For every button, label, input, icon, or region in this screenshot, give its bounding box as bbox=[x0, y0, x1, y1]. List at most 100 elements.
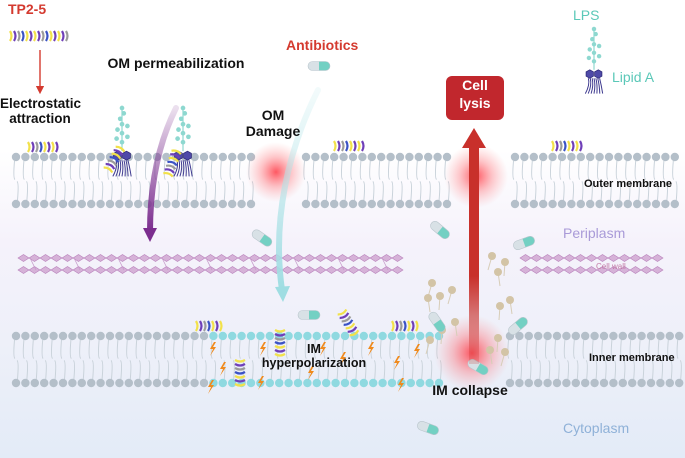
peptide-coil bbox=[33, 30, 37, 42]
im-lipid-head bbox=[571, 331, 580, 341]
lipid-a-legend-label: Lipid A bbox=[612, 69, 655, 85]
im-lipid-head bbox=[675, 331, 684, 341]
im-lipid-head bbox=[218, 331, 227, 341]
im-lipid-head bbox=[284, 378, 293, 388]
im-lipid-head bbox=[77, 331, 87, 341]
im-lipid-tail bbox=[398, 339, 401, 359]
im-lipid-tail bbox=[82, 360, 85, 380]
om-lipid-tail bbox=[587, 160, 590, 180]
om-lipid-tail bbox=[656, 181, 659, 201]
om-lipid-head bbox=[348, 152, 358, 162]
om-lipid-tail bbox=[185, 181, 188, 201]
bolt-icon bbox=[208, 380, 214, 394]
om-lipid-tail bbox=[543, 181, 546, 201]
peptide-coil bbox=[35, 141, 39, 153]
om-lipid-head bbox=[661, 199, 670, 209]
im-lipid-head bbox=[143, 378, 152, 388]
tp2-5-peptide bbox=[391, 320, 419, 332]
peptide-coil bbox=[199, 320, 203, 332]
im-lipid-tail bbox=[667, 339, 670, 359]
im-lipid-tail bbox=[364, 360, 367, 380]
peptide-coil bbox=[21, 30, 25, 42]
peptide-coil bbox=[29, 30, 33, 42]
om-lipid-tail bbox=[572, 181, 575, 201]
im-lipid-head bbox=[275, 378, 284, 388]
peptide-coil bbox=[347, 326, 358, 333]
om-lipid-head bbox=[21, 152, 30, 162]
im-lipid-tail bbox=[620, 339, 623, 359]
om-lipid-head bbox=[105, 199, 115, 209]
legend-lps-tail bbox=[599, 78, 604, 94]
om-lipid-tail bbox=[242, 181, 245, 201]
im-lipid-tail bbox=[345, 360, 348, 380]
im-lipid-head bbox=[246, 378, 256, 388]
released-lipid-head bbox=[448, 286, 456, 294]
om-lipid-head bbox=[529, 152, 538, 162]
im-lipid-tail bbox=[26, 360, 29, 380]
tp2-5-peptide bbox=[234, 359, 246, 387]
lps-tail bbox=[127, 160, 132, 177]
im-lipid-head bbox=[237, 331, 246, 341]
released-lipid-head bbox=[501, 348, 509, 356]
peptide-coil bbox=[109, 156, 120, 163]
im-lipid-head bbox=[656, 331, 665, 341]
capsule-half bbox=[309, 310, 320, 320]
om-lipid-head bbox=[143, 152, 152, 162]
im-lipid-tail bbox=[79, 339, 82, 359]
om-lipid-tail bbox=[97, 160, 100, 180]
bolt-icon bbox=[308, 366, 314, 380]
peptide-coil bbox=[274, 349, 286, 353]
im-lipid-tail bbox=[308, 360, 311, 380]
released-lipid-head bbox=[494, 268, 502, 276]
peptide-coil bbox=[17, 30, 21, 42]
im-lipid-tail bbox=[557, 360, 560, 380]
legend-lps-tail bbox=[584, 78, 590, 94]
lps-tail bbox=[182, 160, 185, 177]
peptide-coil bbox=[415, 320, 419, 332]
im-lipid-tail bbox=[144, 339, 147, 359]
peptide-coil bbox=[61, 30, 65, 42]
antibiotic-capsule bbox=[428, 311, 446, 333]
im-lipid-head bbox=[190, 331, 199, 341]
im-lipid-head bbox=[637, 378, 646, 388]
om-lipid-head bbox=[171, 199, 180, 209]
im-lipid-head bbox=[646, 378, 656, 388]
im-lipid-tail bbox=[182, 339, 185, 359]
im-lipid-tail bbox=[138, 360, 141, 380]
im-lipid-tail bbox=[420, 360, 423, 380]
om-lipid-head bbox=[442, 199, 452, 209]
om-lipid-tail bbox=[135, 160, 138, 180]
im-lipid-tail bbox=[317, 360, 320, 380]
om-lipid-head bbox=[405, 152, 414, 162]
om-lipid-tail bbox=[195, 181, 198, 201]
im-lipid-tail bbox=[267, 339, 270, 359]
om-lipid-head bbox=[96, 199, 105, 209]
om-lipid-head bbox=[301, 199, 311, 209]
im-lipid-tail bbox=[54, 360, 57, 380]
om-lipid-head bbox=[614, 152, 623, 162]
im-lipid-head bbox=[303, 378, 312, 388]
im-lipid-head bbox=[534, 378, 543, 388]
om-lipid-head bbox=[162, 199, 171, 209]
im-lipid-head bbox=[11, 378, 21, 388]
om-lipid-head bbox=[199, 152, 209, 162]
om-lipid-tail bbox=[129, 181, 132, 201]
im-lipid-tail bbox=[582, 339, 585, 359]
om-lipid-tail bbox=[581, 181, 584, 201]
im-lipid-tail bbox=[520, 360, 523, 380]
im-lipid-tail bbox=[370, 339, 373, 359]
om-lipid-tail bbox=[534, 181, 537, 201]
im-lipid-head bbox=[322, 331, 331, 341]
im-lipid-tail bbox=[661, 360, 664, 380]
om-damage-label: OM Damage bbox=[245, 107, 301, 139]
om-permeabilization-label: OM permeabilization bbox=[107, 55, 245, 71]
om-lipid-head bbox=[557, 199, 567, 209]
im-lipid-tail bbox=[651, 360, 654, 380]
permeabilization-arrow bbox=[147, 105, 179, 235]
im-lipid-tail bbox=[601, 339, 604, 359]
peptide-coil bbox=[211, 320, 215, 332]
om-lipid-head bbox=[77, 152, 87, 162]
lps-tail bbox=[186, 160, 190, 177]
antibiotic-entry-arrowhead bbox=[275, 286, 290, 302]
im-lipid-head bbox=[369, 378, 378, 388]
